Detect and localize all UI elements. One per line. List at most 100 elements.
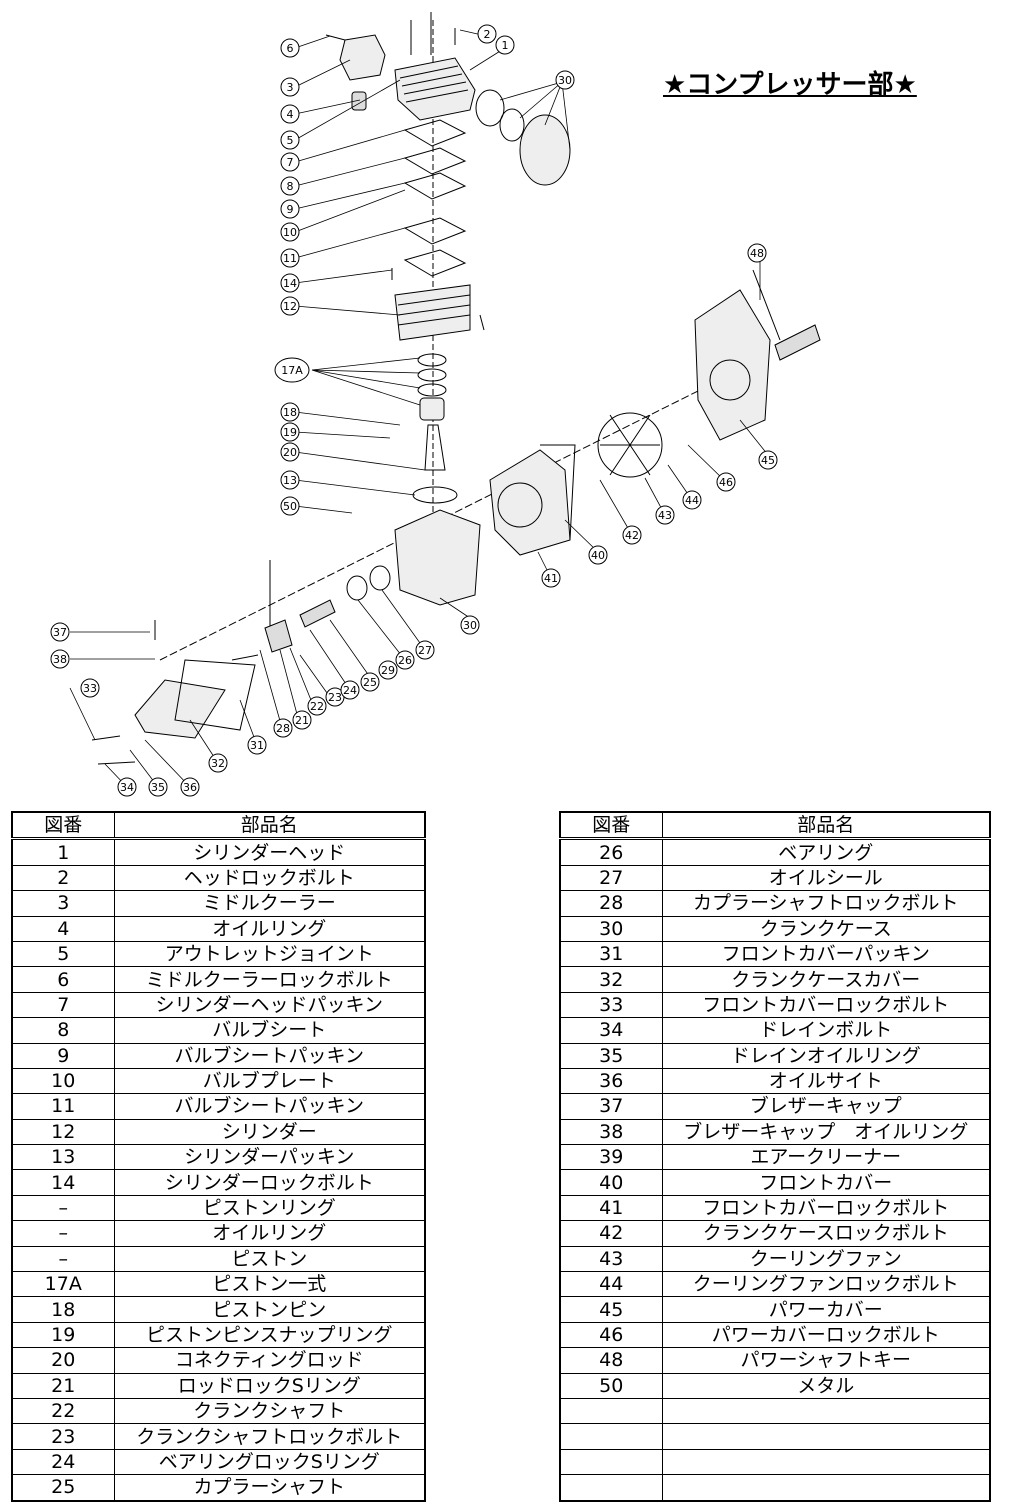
table-row xyxy=(559,1423,991,1450)
part-number-cell: – xyxy=(11,1220,115,1247)
callout-26: 26 xyxy=(395,650,415,670)
part-name-cell: ロッドロックSリング xyxy=(113,1372,426,1399)
callout-44: 44 xyxy=(682,490,702,510)
callout-29: 29 xyxy=(378,660,398,680)
part-name-cell: クランクシャフト xyxy=(113,1397,426,1425)
callout-42: 42 xyxy=(622,525,642,545)
callout-label: 8 xyxy=(287,180,294,193)
table-header-row: 図番 部品名 xyxy=(11,811,426,841)
callout-label: 20 xyxy=(283,446,297,459)
part-name-cell: ベアリング xyxy=(661,838,991,866)
part-name-cell: バルブシートパッキン xyxy=(113,1093,426,1120)
part-name-cell xyxy=(661,1474,991,1502)
part-number-cell: 35 xyxy=(559,1042,663,1069)
callout-43: 43 xyxy=(655,505,675,525)
callout-label: 42 xyxy=(625,529,639,542)
part-number-cell: 37 xyxy=(559,1093,663,1120)
part-name-cell: ドレインボルト xyxy=(661,1017,991,1044)
part-number-cell: – xyxy=(11,1245,115,1273)
callout-label: 25 xyxy=(363,676,377,689)
part-name-cell xyxy=(661,1397,991,1425)
part-name-cell: バルブシート xyxy=(113,1017,426,1044)
part-number-cell: 20 xyxy=(11,1347,115,1374)
callout-label: 12 xyxy=(283,300,297,313)
part-number-cell: 48 xyxy=(559,1347,663,1374)
part-name-cell: ピストン xyxy=(113,1245,426,1273)
part-name-cell: クランクシャフトロックボルト xyxy=(113,1423,426,1450)
part-number-cell: 27 xyxy=(559,864,663,892)
callout-21: 21 xyxy=(292,710,312,730)
callout-label: 27 xyxy=(418,644,432,657)
callout-label: 36 xyxy=(183,781,197,794)
callout-label: 33 xyxy=(83,682,97,695)
part-number-cell: 10 xyxy=(11,1067,115,1095)
callout-14: 14 xyxy=(280,273,300,293)
page-title: ★コンプレッサー部★ xyxy=(663,70,917,100)
callout-50: 50 xyxy=(280,496,300,516)
part-number-cell: 23 xyxy=(11,1423,115,1450)
part-number-cell: 45 xyxy=(559,1296,663,1323)
callout-label: 40 xyxy=(591,549,605,562)
callout-12: 12 xyxy=(280,296,300,316)
part-name-cell: カプラーシャフトロックボルト xyxy=(661,890,991,917)
part-name-cell: バルブシートパッキン xyxy=(113,1042,426,1069)
callout-label: 19 xyxy=(283,426,297,439)
callout-label: 45 xyxy=(761,454,775,467)
callout-40: 40 xyxy=(588,545,608,565)
part-number-cell: 42 xyxy=(559,1220,663,1247)
callout-label: 34 xyxy=(120,781,134,794)
callout-label: 30 xyxy=(558,74,572,87)
part-name-cell: メタル xyxy=(661,1372,991,1399)
callout-label: 18 xyxy=(283,406,297,419)
callout-30: 30 xyxy=(460,615,480,635)
part-name-cell: クランクケースカバー xyxy=(661,966,991,993)
callout-label: 3 xyxy=(287,81,294,94)
callout-41: 41 xyxy=(541,568,561,588)
part-name-cell: ベアリングロックSリング xyxy=(113,1448,426,1476)
part-number-cell xyxy=(559,1397,663,1425)
part-name-cell xyxy=(661,1423,991,1450)
part-name-cell: ピストンピンスナップリング xyxy=(113,1321,426,1349)
callout-33: 33 xyxy=(80,678,100,698)
callout-label: 50 xyxy=(283,500,297,513)
callout-30: 30 xyxy=(555,70,575,90)
part-name-cell: エアークリーナー xyxy=(661,1144,991,1171)
callout-label: 13 xyxy=(283,474,297,487)
part-name-cell: クランクケース xyxy=(661,915,991,942)
part-number-cell: 14 xyxy=(11,1169,115,1196)
part-number-cell: 31 xyxy=(559,940,663,968)
part-number-cell: 39 xyxy=(559,1144,663,1171)
part-name-cell: ピストン一式 xyxy=(113,1271,426,1298)
callout-label: 22 xyxy=(310,700,324,713)
part-number-cell: 32 xyxy=(559,966,663,993)
part-number-cell: 24 xyxy=(11,1448,115,1476)
part-number-cell: 33 xyxy=(559,991,663,1019)
part-number-cell: 36 xyxy=(559,1067,663,1095)
callout-24: 24 xyxy=(340,680,360,700)
callout-label: 10 xyxy=(283,226,297,239)
exploded-parts-diagram: 123456789101112131417A181920212223242526… xyxy=(50,12,821,797)
callout-11: 11 xyxy=(280,248,300,268)
part-number-cell: 43 xyxy=(559,1245,663,1273)
table-row: –ピストン xyxy=(11,1245,426,1273)
part-number-cell: 28 xyxy=(559,890,663,917)
part-number-cell: 8 xyxy=(11,1017,115,1044)
callout-label: 43 xyxy=(658,509,672,522)
part-number-cell: 19 xyxy=(11,1321,115,1349)
part-number-cell: 13 xyxy=(11,1144,115,1171)
part-name-cell: クーリングファン xyxy=(661,1245,991,1273)
callout-9: 9 xyxy=(280,199,300,219)
